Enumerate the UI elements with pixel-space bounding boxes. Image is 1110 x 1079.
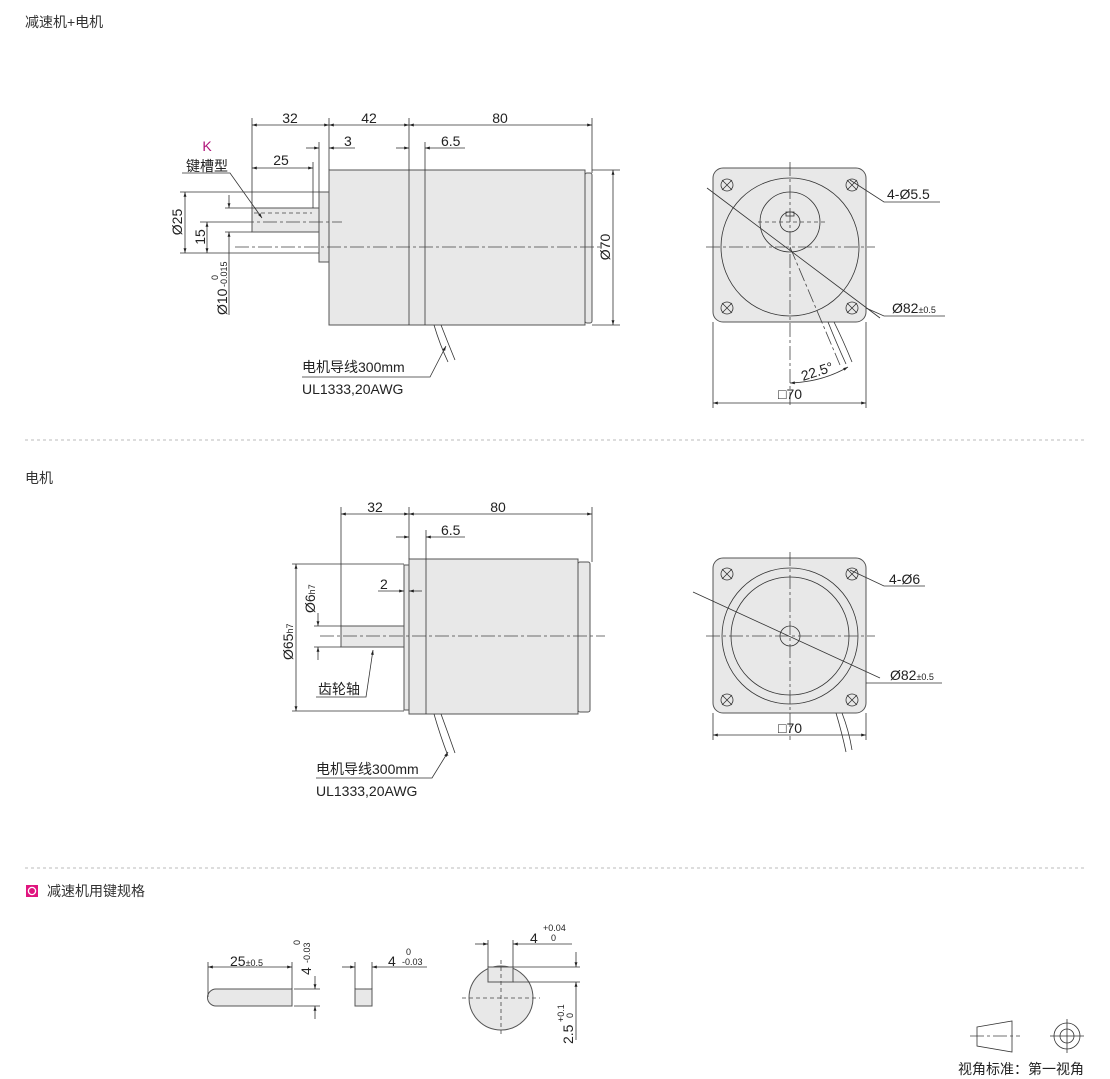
bullet-icon (26, 885, 38, 897)
svg-text:4: 4 (298, 967, 314, 975)
projection-label: 视角标准：第一视角 (958, 1061, 1084, 1077)
dim-dia25: Ø25 (169, 209, 185, 236)
svg-text:-0.03: -0.03 (402, 957, 423, 967)
motor-dim-dia6: Ø6h7 (302, 584, 318, 613)
motor-dim-80: 80 (490, 499, 506, 515)
key-spec-drawings (207, 940, 580, 1040)
gearmotor-side-view (180, 118, 620, 378)
section-title-key-spec: 减速机用键规格 (47, 883, 145, 899)
front-pcd-label: Ø82±0.5 (892, 300, 936, 316)
dim-80: 80 (492, 110, 508, 126)
key-type-label: 键槽型 (186, 158, 228, 174)
dim-dia10-tol-upper: 0 (210, 275, 220, 280)
key-length-dim: 25±0.5 (230, 953, 263, 969)
svg-text:-0.03: -0.03 (302, 942, 312, 963)
front-angle-label: 22.5° (799, 358, 835, 383)
dim-15: 15 (192, 229, 208, 245)
motor-dim-6-5: 6.5 (441, 522, 461, 538)
dim-dia70: Ø70 (597, 234, 613, 261)
svg-text:0: 0 (565, 1013, 575, 1018)
dim-3: 3 (344, 133, 352, 149)
motor-side-view (292, 507, 605, 779)
motor-front-view (692, 552, 942, 753)
lead-wire-label: 电机导线300mm (302, 359, 405, 375)
svg-text:4: 4 (530, 930, 538, 946)
lead-wire (433, 324, 456, 363)
key-width-dim: 4 0 -0.03 (388, 947, 423, 969)
motor-front-pcd-label: Ø82±0.5 (890, 667, 934, 683)
svg-text:Ø65h7: Ø65h7 (280, 624, 296, 660)
svg-text:4: 4 (388, 953, 396, 969)
dim-25: 25 (273, 152, 289, 168)
front-square-label: □70 (778, 386, 802, 402)
key-label-k: K (202, 138, 212, 154)
motor-front-square-label: □70 (778, 720, 802, 736)
first-angle-projection-icon (970, 1019, 1084, 1053)
motor-dim-32: 32 (367, 499, 383, 515)
section-title-gearmotor: 减速机+电机 (25, 14, 103, 30)
slot-width-dim: 4 +0.04 0 (530, 923, 566, 946)
motor-dim-dia65: Ø65h7 (280, 624, 296, 660)
svg-text:0: 0 (406, 947, 411, 957)
wire-spec-label: UL1333,20AWG (302, 381, 403, 397)
svg-text:0: 0 (292, 940, 302, 945)
gear-shaft-label: 齿轮轴 (318, 681, 360, 697)
dim-dia10: Ø10 (214, 288, 230, 315)
svg-text:+0.04: +0.04 (543, 923, 566, 933)
dim-42: 42 (361, 110, 377, 126)
dim-6-5: 6.5 (441, 133, 461, 149)
svg-text:Ø6h7: Ø6h7 (302, 584, 318, 613)
motor-dim-2: 2 (380, 576, 388, 592)
key-height-dim: 4 0 -0.03 (292, 940, 314, 975)
front-holes-label: 4-Ø5.5 (887, 186, 930, 202)
section-title-motor: 电机 (25, 470, 53, 486)
dim-dia10-group: Ø10 0 -0.015 (210, 261, 230, 315)
motor-lead-wire-label: 电机导线300mm (316, 761, 419, 777)
svg-text:2.5: 2.5 (560, 1024, 576, 1044)
motor-front-holes-label: 4-Ø6 (889, 571, 920, 587)
svg-text:0: 0 (551, 933, 556, 943)
dim-dia10-tol-lower: -0.015 (219, 261, 229, 287)
slot-depth-dim: 2.5 +0.1 0 (556, 1004, 576, 1044)
motor-wire-spec-label: UL1333,20AWG (316, 783, 417, 799)
dim-32: 32 (282, 110, 298, 126)
svg-text:+0.1: +0.1 (556, 1004, 566, 1022)
gearmotor-front-view (706, 162, 945, 408)
